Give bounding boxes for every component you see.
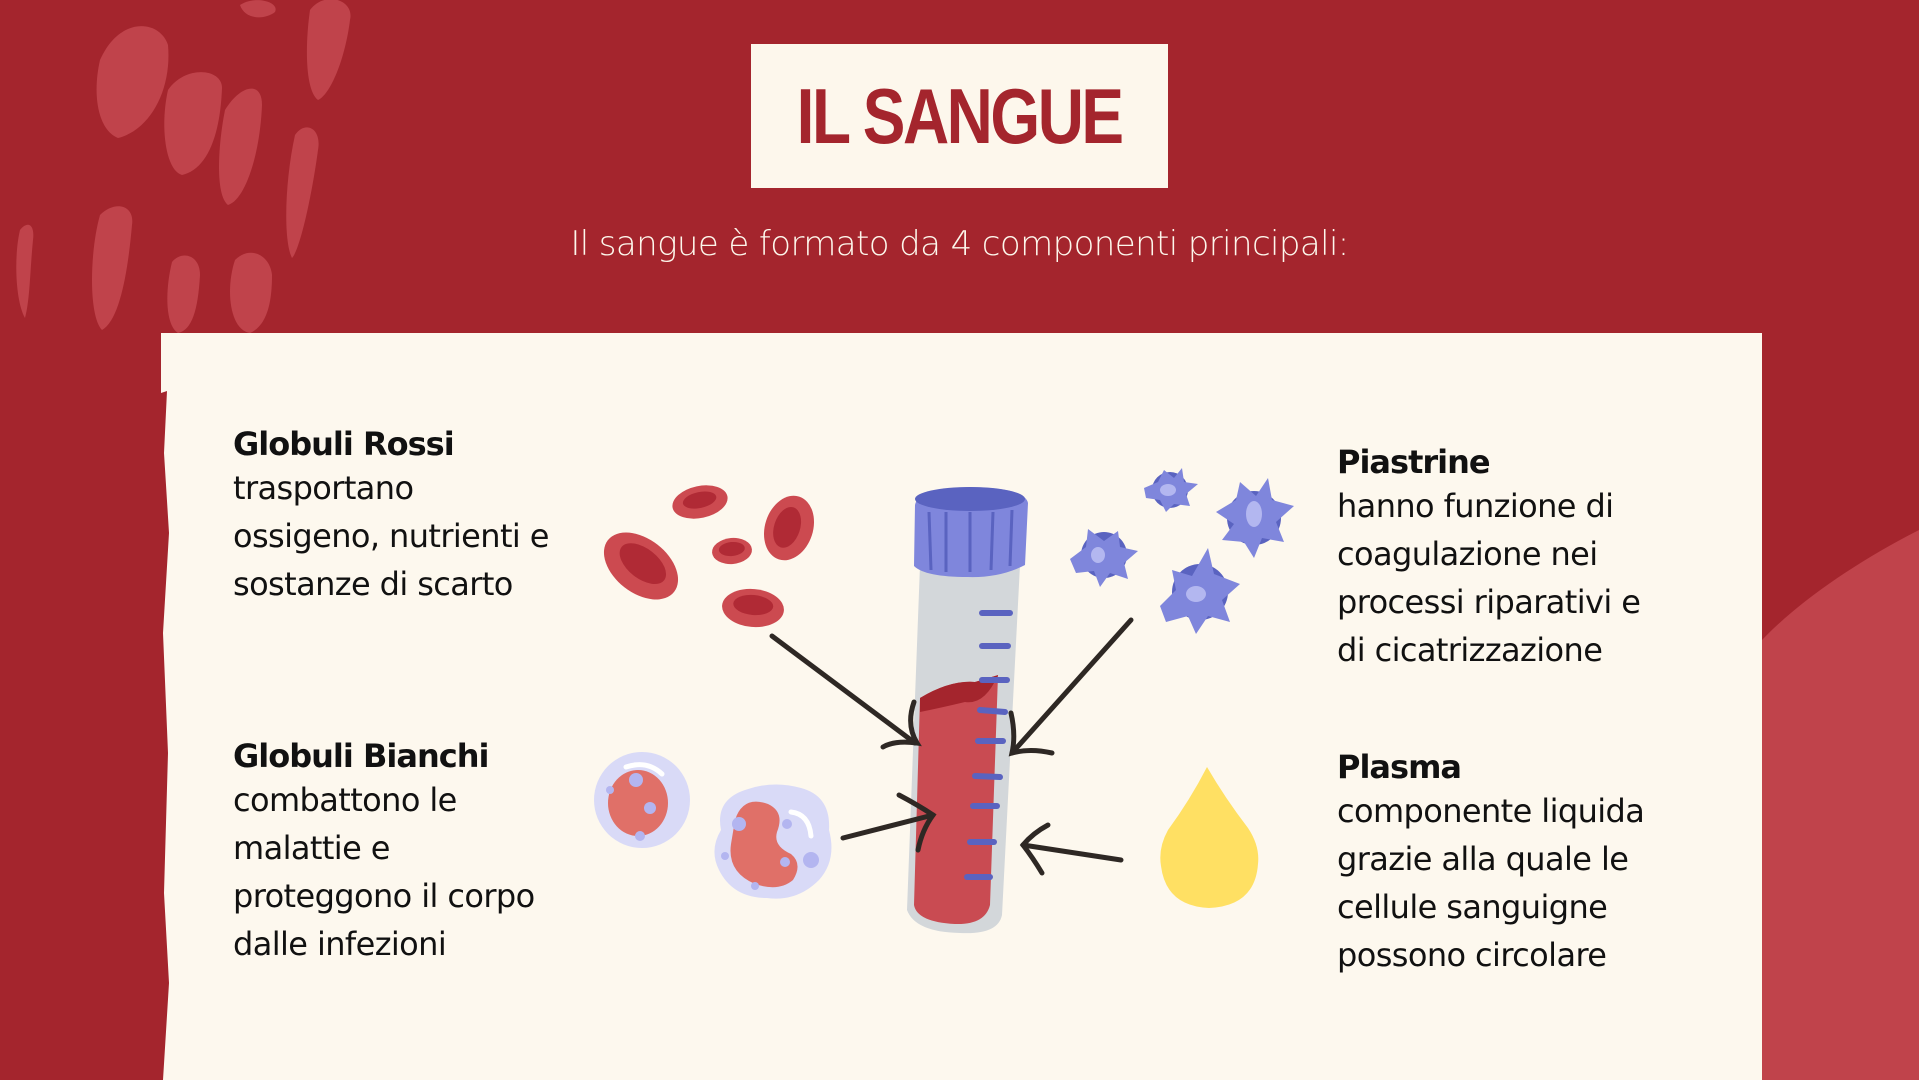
component-plasma: Plasma componente liquida grazie alla qu…: [1337, 747, 1645, 979]
component-title: Globuli Rossi: [233, 425, 455, 463]
component-title: Plasma: [1337, 748, 1462, 786]
component-piastrine: Piastrine hanno funzione di coagulazione…: [1337, 442, 1641, 674]
component-globuli-rossi: Globuli Rossi trasportano ossigeno, nutr…: [233, 424, 549, 608]
component-description: trasportano ossigeno, nutrienti e sostan…: [233, 469, 549, 603]
component-description: combattono le malattie e proteggono il c…: [233, 781, 535, 963]
title-banner: IL SANGUE: [751, 44, 1168, 188]
page-title: IL SANGUE: [797, 72, 1124, 160]
subtitle: Il sangue è formato da 4 componenti prin…: [570, 224, 1349, 264]
component-globuli-bianchi: Globuli Bianchi combattono le malattie e…: [233, 736, 535, 968]
component-description: componente liquida grazie alla quale le …: [1337, 792, 1645, 974]
component-title: Piastrine: [1337, 443, 1491, 481]
card-rough-edges: [161, 391, 169, 1080]
component-title: Globuli Bianchi: [233, 737, 489, 775]
component-description: hanno funzione di coagulazione nei proce…: [1337, 487, 1641, 669]
